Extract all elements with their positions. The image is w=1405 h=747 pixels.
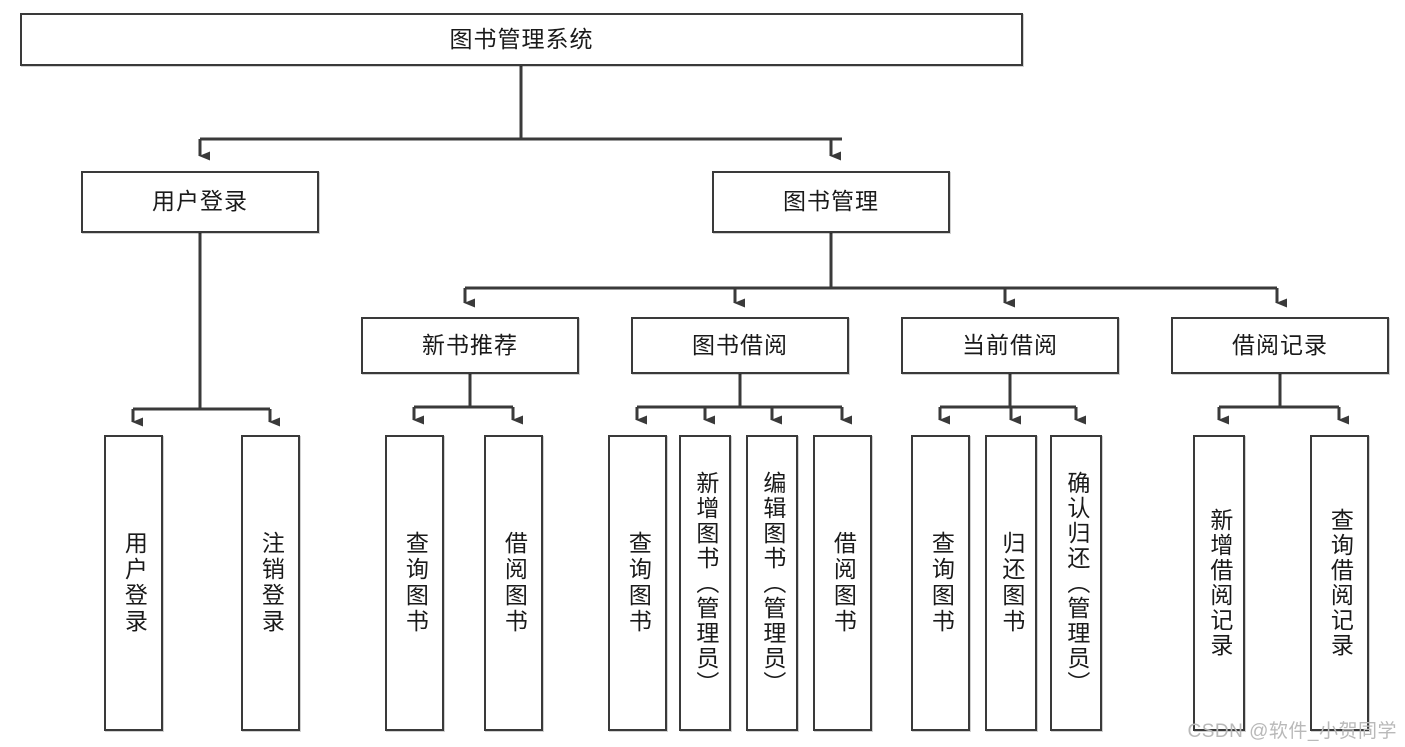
node-leaf-query-record[interactable]: 查询借阅记录 (1310, 435, 1369, 731)
node-user-login-label: 用户登录 (152, 188, 248, 215)
node-leaf-add-record[interactable]: 新增借阅记录 (1193, 435, 1245, 731)
node-leaf-query-book-1[interactable]: 查询图书 (385, 435, 444, 731)
node-leaf-confirm-return[interactable]: 确认归还（管理员） (1050, 435, 1102, 731)
node-leaf-add-book-label: 新增图书（管理员） (692, 470, 719, 696)
node-user-login[interactable]: 用户登录 (81, 171, 319, 233)
node-borrow-records-label: 借阅记录 (1232, 331, 1328, 358)
node-leaf-query-book-2-label: 查询图书 (625, 531, 652, 635)
node-leaf-edit-book-label: 编辑图书（管理员） (759, 470, 786, 696)
node-leaf-logout[interactable]: 注销登录 (241, 435, 300, 731)
node-leaf-borrow-book-1[interactable]: 借阅图书 (484, 435, 543, 731)
node-current-borrow-label: 当前借阅 (962, 331, 1058, 358)
node-book-borrow-label: 图书借阅 (692, 331, 788, 358)
node-leaf-query-record-label: 查询借阅记录 (1327, 508, 1354, 658)
watermark-text: CSDN @软件_小贺同学 (1187, 721, 1397, 742)
node-leaf-edit-book[interactable]: 编辑图书（管理员） (746, 435, 798, 731)
node-book-manage-label: 图书管理 (783, 188, 879, 215)
node-leaf-query-book-2[interactable]: 查询图书 (608, 435, 667, 731)
node-book-manage[interactable]: 图书管理 (712, 171, 950, 233)
node-new-book-recommend-label: 新书推荐 (422, 331, 518, 358)
node-leaf-query-book-1-label: 查询图书 (402, 531, 429, 635)
node-root-label: 图书管理系统 (449, 25, 594, 52)
node-leaf-query-book-3-label: 查询图书 (928, 531, 955, 635)
node-new-book-recommend[interactable]: 新书推荐 (361, 317, 579, 374)
node-borrow-records[interactable]: 借阅记录 (1171, 317, 1389, 374)
node-leaf-borrow-book-2[interactable]: 借阅图书 (813, 435, 872, 731)
node-leaf-borrow-book-2-label: 借阅图书 (830, 531, 857, 635)
node-leaf-user-login[interactable]: 用户登录 (104, 435, 163, 731)
node-leaf-add-book[interactable]: 新增图书（管理员） (679, 435, 731, 731)
node-leaf-add-record-label: 新增借阅记录 (1206, 508, 1233, 658)
node-leaf-logout-label: 注销登录 (258, 531, 285, 635)
node-leaf-borrow-book-1-label: 借阅图书 (501, 531, 528, 635)
node-leaf-confirm-return-label: 确认归还（管理员） (1063, 470, 1090, 696)
node-book-borrow[interactable]: 图书借阅 (631, 317, 849, 374)
node-leaf-return-book[interactable]: 归还图书 (985, 435, 1037, 731)
node-root[interactable]: 图书管理系统 (20, 13, 1023, 66)
node-leaf-return-book-label: 归还图书 (998, 531, 1025, 635)
node-leaf-user-login-label: 用户登录 (121, 531, 148, 635)
node-current-borrow[interactable]: 当前借阅 (901, 317, 1119, 374)
node-leaf-query-book-3[interactable]: 查询图书 (911, 435, 970, 731)
